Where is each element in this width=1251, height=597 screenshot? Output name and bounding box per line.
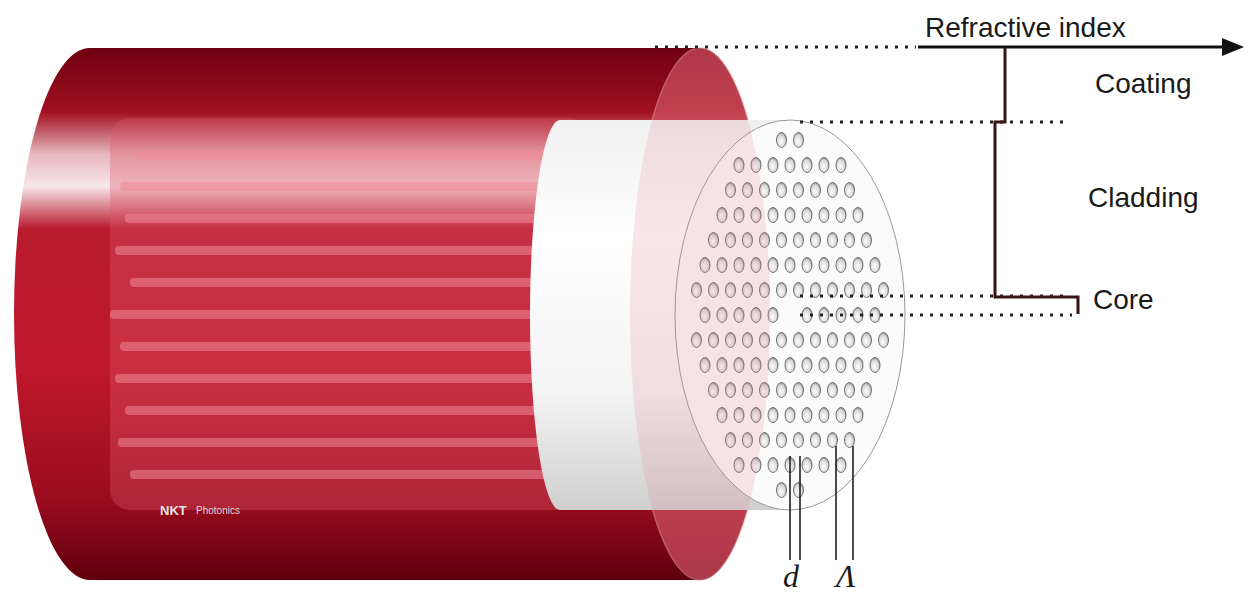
- air-hole: [819, 158, 829, 173]
- dimension-label: Λ: [836, 560, 855, 592]
- air-hole: [768, 258, 778, 273]
- air-hole: [853, 358, 863, 373]
- watermark: NKT: [160, 504, 187, 517]
- air-hole: [785, 158, 795, 173]
- air-hole: [777, 133, 787, 148]
- air-hole: [836, 258, 846, 273]
- air-hole: [802, 258, 812, 273]
- air-hole: [785, 358, 795, 373]
- coating-overlay: [630, 48, 770, 580]
- air-hole: [845, 183, 855, 198]
- air-hole: [819, 408, 829, 423]
- inner-strands: [110, 150, 565, 479]
- air-hole: [862, 383, 872, 398]
- air-hole: [828, 333, 838, 348]
- air-hole: [768, 458, 778, 473]
- air-hole: [836, 208, 846, 223]
- air-hole: [794, 383, 804, 398]
- air-hole: [802, 408, 812, 423]
- air-hole: [836, 458, 846, 473]
- air-hole: [845, 233, 855, 248]
- guide-lines: [655, 47, 1072, 315]
- air-hole: [794, 233, 804, 248]
- air-hole: [828, 383, 838, 398]
- air-hole: [862, 333, 872, 348]
- air-hole: [845, 333, 855, 348]
- air-hole: [777, 333, 787, 348]
- coating-end: [630, 48, 770, 580]
- air-hole: [853, 208, 863, 223]
- dimension-label: d: [783, 560, 799, 592]
- air-hole: [853, 258, 863, 273]
- air-hole: [836, 358, 846, 373]
- axis-arrowhead: [1222, 38, 1244, 56]
- air-hole: [802, 358, 812, 373]
- air-hole: [768, 358, 778, 373]
- layer-label: Core: [1093, 286, 1154, 314]
- air-hole: [794, 433, 804, 448]
- index-axis: [918, 46, 1228, 49]
- air-hole: [802, 158, 812, 173]
- air-hole: [870, 358, 880, 373]
- air-hole: [836, 408, 846, 423]
- air-hole: [794, 483, 804, 498]
- air-hole: [811, 383, 821, 398]
- air-hole: [802, 208, 812, 223]
- air-hole: [802, 458, 812, 473]
- dimension-lines: [790, 446, 853, 560]
- axis-title: Refractive index: [925, 14, 1126, 42]
- air-hole: [794, 333, 804, 348]
- air-hole: [836, 158, 846, 173]
- air-hole: [845, 433, 855, 448]
- air-hole: [828, 183, 838, 198]
- air-hole: [794, 133, 804, 148]
- air-hole: [828, 433, 838, 448]
- layer-label: Cladding: [1088, 184, 1199, 212]
- air-hole: [777, 283, 787, 298]
- air-hole: [853, 408, 863, 423]
- air-hole: [819, 358, 829, 373]
- air-hole: [862, 233, 872, 248]
- air-hole: [819, 458, 829, 473]
- air-hole: [768, 408, 778, 423]
- air-hole: [785, 408, 795, 423]
- air-hole: [811, 333, 821, 348]
- air-hole: [777, 233, 787, 248]
- air-hole: [785, 208, 795, 223]
- air-hole: [777, 433, 787, 448]
- air-hole: [819, 208, 829, 223]
- air-hole: [811, 233, 821, 248]
- coating-body: [14, 48, 770, 580]
- air-hole: [819, 258, 829, 273]
- air-hole: [777, 483, 787, 498]
- air-hole: [777, 383, 787, 398]
- index-profile: [995, 47, 1078, 314]
- air-hole: [845, 383, 855, 398]
- air-hole: [768, 208, 778, 223]
- air-hole: [811, 433, 821, 448]
- inner-glow: [110, 118, 590, 510]
- air-hole: [870, 258, 880, 273]
- air-hole: [879, 333, 889, 348]
- air-hole: [785, 258, 795, 273]
- watermark: Photonics: [196, 506, 240, 516]
- air-hole: [811, 183, 821, 198]
- air-hole: [794, 183, 804, 198]
- air-hole: [828, 233, 838, 248]
- air-hole: [777, 183, 787, 198]
- air-hole: [768, 158, 778, 173]
- layer-label: Coating: [1095, 70, 1192, 98]
